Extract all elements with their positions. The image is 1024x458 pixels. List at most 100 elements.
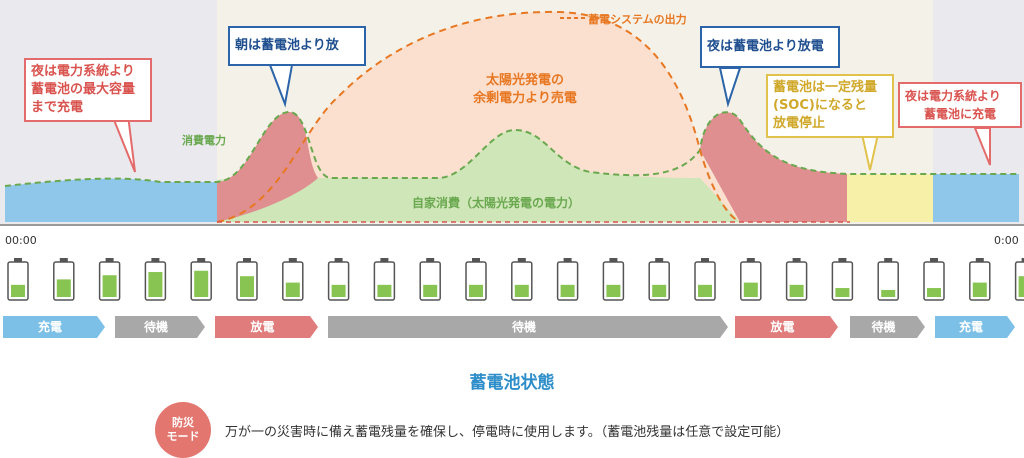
battery-cap bbox=[151, 258, 160, 262]
battery-cap bbox=[838, 258, 847, 262]
battery-cap bbox=[243, 258, 251, 262]
disaster-mode-badge: 防災 モード bbox=[155, 402, 211, 458]
battery-cap bbox=[197, 258, 206, 262]
battery-icon bbox=[373, 258, 396, 301]
battery-state-bar: 充電待機放電待機放電待機充電 bbox=[3, 316, 1015, 338]
storage-output-line bbox=[216, 10, 741, 223]
battery-level-fill bbox=[972, 282, 987, 297]
battery-icon bbox=[282, 258, 304, 301]
battery-cap bbox=[288, 258, 297, 262]
energy-flow-diagram: 充電待機放電待機放電待機充電 bbox=[0, 0, 1024, 338]
self-consumption-area bbox=[217, 130, 740, 222]
battery-icon bbox=[923, 258, 945, 301]
battery-icons bbox=[7, 258, 1024, 301]
battery-cap bbox=[792, 258, 801, 262]
battery-icon bbox=[190, 258, 212, 301]
battery-level-fill bbox=[148, 272, 163, 297]
battery-icon bbox=[969, 258, 991, 301]
storage-output-label: 蓄電システムの出力 bbox=[588, 13, 687, 26]
solar-surplus-area bbox=[217, 11, 850, 223]
battery-icon bbox=[785, 258, 808, 301]
state-label: 放電 bbox=[249, 319, 274, 334]
battery-level-fill bbox=[1018, 276, 1024, 297]
battery-level-fill bbox=[743, 282, 758, 297]
battery-icon bbox=[53, 258, 75, 301]
battery-icon bbox=[7, 258, 29, 301]
battery-cap bbox=[380, 258, 389, 262]
battery-icon bbox=[1014, 258, 1024, 301]
battery-icon bbox=[511, 258, 533, 301]
state-arrow-discharge bbox=[215, 316, 318, 338]
battery-cap bbox=[701, 258, 709, 262]
callout-line: 蓄電池の最大容量 bbox=[31, 82, 136, 97]
state-label: 待機 bbox=[144, 319, 168, 334]
time-start: 00:00 bbox=[5, 234, 37, 247]
callout-night-discharge: 夜は蓄電池より放電 bbox=[700, 26, 840, 68]
battery-level-fill bbox=[652, 284, 667, 297]
state-arrow-standby bbox=[115, 316, 205, 338]
battery-cap bbox=[609, 258, 618, 262]
state-label: 待機 bbox=[512, 319, 536, 334]
battery-cap bbox=[655, 258, 664, 262]
battery-level-fill bbox=[698, 284, 712, 297]
battery-cap bbox=[884, 258, 893, 262]
callout-morning-discharge: 朝は蓄電池より放 bbox=[228, 26, 366, 66]
battery-level-fill bbox=[194, 270, 209, 297]
battery-level-fill bbox=[560, 284, 575, 297]
battery-cap bbox=[472, 258, 480, 262]
battery-icon bbox=[144, 258, 167, 301]
grid-charge-area-left bbox=[5, 178, 217, 222]
badge-line: 防災 bbox=[172, 416, 194, 429]
battery-cap bbox=[746, 258, 755, 262]
battery-icon bbox=[236, 258, 258, 301]
section-title: 蓄電池状態 bbox=[469, 373, 555, 393]
state-arrow-charge bbox=[3, 316, 105, 338]
battery-level-fill bbox=[606, 284, 621, 297]
label-line: 余剰電力より売電 bbox=[473, 91, 577, 106]
battery-cap bbox=[334, 258, 343, 262]
state-label: 充電 bbox=[959, 319, 983, 334]
grid-charge-area-right bbox=[933, 174, 1019, 222]
callout-night-charge-right: 夜は電力系統より 蓄電池に充電 bbox=[898, 82, 1022, 128]
consumption-line bbox=[4, 110, 1019, 187]
battery-icon bbox=[465, 258, 487, 301]
battery-level-fill bbox=[514, 284, 529, 297]
battery-icon bbox=[98, 258, 121, 301]
state-label: 待機 bbox=[871, 319, 895, 334]
battery-cap bbox=[105, 258, 114, 262]
battery-cap bbox=[1021, 258, 1024, 262]
callout-soc-stop: 蓄電池は一定残量 (SOC)になると 放電停止 bbox=[766, 74, 894, 138]
battery-icon bbox=[556, 258, 579, 301]
callout-night-charge-left: 夜は電力系統より 蓄電池の最大容量 まで充電 bbox=[24, 58, 152, 122]
battery-icon bbox=[602, 258, 625, 301]
callout-line: 夜は電力系統より bbox=[905, 89, 1001, 103]
battery-cap bbox=[14, 258, 22, 262]
battery-cap bbox=[930, 258, 938, 262]
battery-cap bbox=[59, 258, 68, 262]
battery-level-fill bbox=[835, 288, 850, 297]
state-arrow-standby bbox=[328, 316, 728, 338]
battery-cap bbox=[426, 258, 435, 262]
state-label: 充電 bbox=[38, 319, 62, 334]
battery-level-fill bbox=[881, 289, 896, 297]
battery-icon bbox=[831, 258, 854, 301]
evening-discharge-area bbox=[700, 112, 850, 222]
battery-icon bbox=[740, 258, 762, 301]
battery-level-fill bbox=[423, 284, 438, 297]
callout-line: 夜は電力系統より bbox=[31, 64, 135, 79]
battery-level-fill bbox=[377, 284, 392, 297]
soc-standby-area bbox=[847, 174, 933, 222]
battery-level-fill bbox=[789, 284, 804, 297]
battery-icon bbox=[419, 258, 441, 301]
battery-level-fill bbox=[102, 275, 117, 297]
solar-surplus-label: 太陽光発電の 余剰電力より売電 bbox=[455, 72, 595, 108]
disaster-mode-description: 万が一の災害時に備え蓄電残量を確保し、停電時に使用します。（蓄電池残量は任意で設… bbox=[225, 425, 790, 440]
battery-level-fill bbox=[331, 284, 346, 297]
badge-line: モード bbox=[166, 430, 200, 443]
battery-level-fill bbox=[469, 284, 483, 297]
battery-cap bbox=[975, 258, 984, 262]
callout-line: まで充電 bbox=[31, 100, 84, 115]
state-arrow-discharge bbox=[735, 316, 838, 338]
battery-level-fill bbox=[11, 284, 25, 297]
callout-line: (SOC)になると bbox=[773, 98, 867, 113]
